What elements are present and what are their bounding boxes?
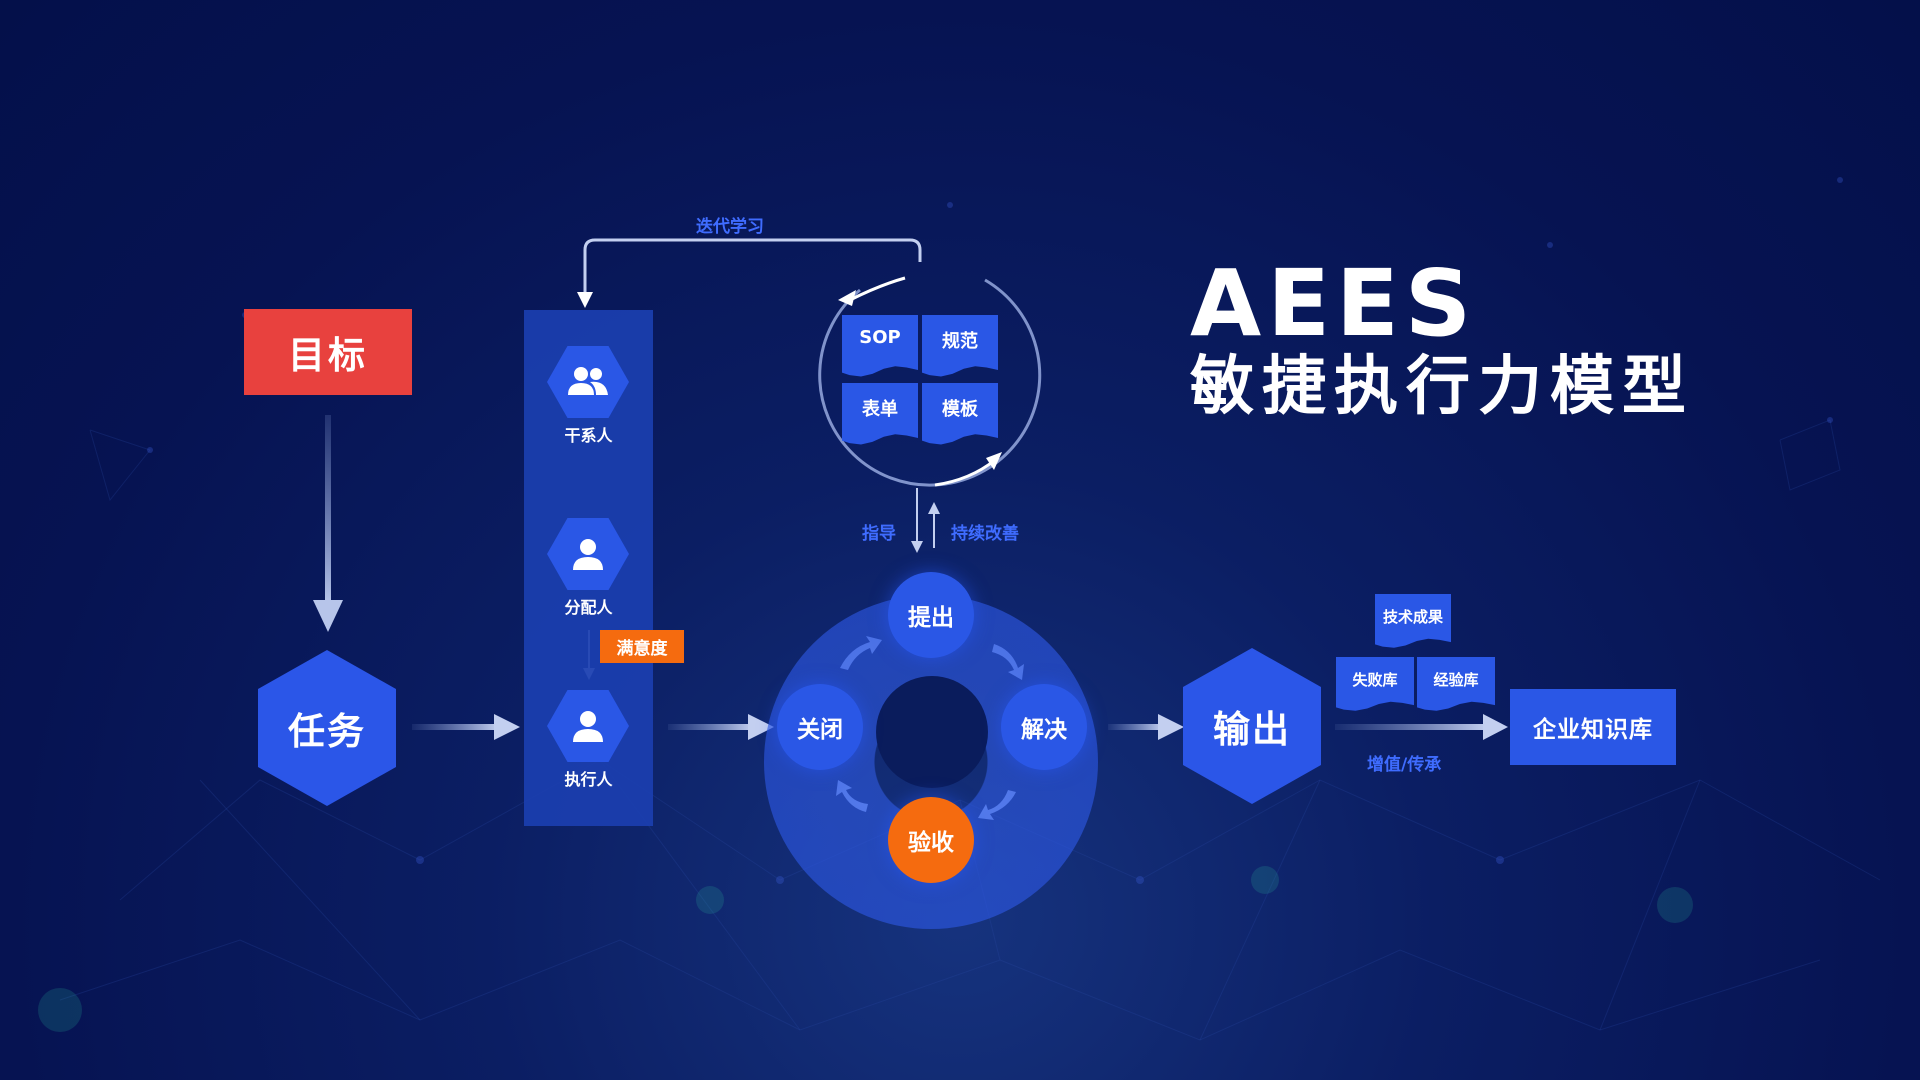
cycle-propose: 提出 bbox=[888, 572, 974, 658]
stakeholder-label: 干系人 bbox=[564, 426, 613, 445]
title-main: AEES bbox=[1190, 250, 1478, 357]
lib-failure: 失败库 bbox=[1336, 657, 1414, 711]
assigner-hexagon bbox=[547, 518, 629, 590]
output-hexagon: 输出 bbox=[1183, 648, 1321, 804]
guide-label: 指导 bbox=[862, 524, 896, 544]
lib-experience: 经验库 bbox=[1417, 657, 1495, 711]
doc-form: 表单 bbox=[842, 383, 918, 445]
group-icon bbox=[568, 367, 608, 395]
cycle-accept: 验收 bbox=[888, 797, 974, 883]
improve-label: 持续改善 bbox=[951, 524, 1019, 544]
title-subtitle: 敏捷执行力模型 bbox=[1190, 350, 1694, 424]
person-icon bbox=[573, 711, 603, 742]
iterate-label: 迭代学习 bbox=[696, 217, 764, 237]
doc-template: 模板 bbox=[922, 383, 998, 445]
task-hexagon: 任务 bbox=[258, 650, 396, 806]
executor-hexagon bbox=[547, 690, 629, 762]
cycle-solve: 解决 bbox=[1001, 684, 1087, 770]
person-icon bbox=[573, 539, 603, 570]
value-label: 增值/传承 bbox=[1367, 755, 1442, 775]
satisfaction-badge: 满意度 bbox=[600, 630, 684, 663]
knowledge-base-box: 企业知识库 bbox=[1510, 689, 1676, 765]
cycle-close: 关闭 bbox=[777, 684, 863, 770]
lib-tech: 技术成果 bbox=[1375, 594, 1451, 648]
stakeholder-hexagon bbox=[547, 346, 629, 418]
doc-spec: 规范 bbox=[922, 315, 998, 377]
assigner-label: 分配人 bbox=[564, 598, 613, 617]
cycle-center bbox=[876, 676, 988, 788]
doc-sop: SOP bbox=[842, 315, 918, 377]
executor-label: 执行人 bbox=[564, 770, 613, 789]
goal-box: 目标 bbox=[244, 309, 412, 395]
